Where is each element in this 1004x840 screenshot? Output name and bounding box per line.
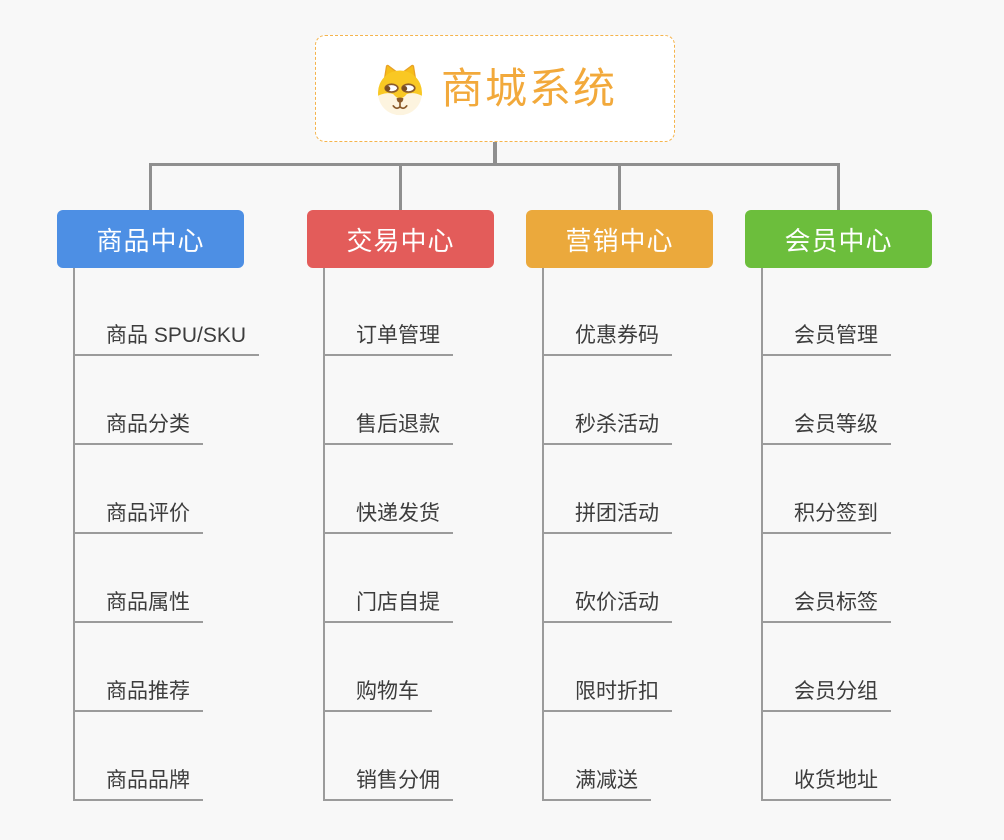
- child-node[interactable]: 会员等级: [763, 405, 891, 445]
- child-node[interactable]: 商品 SPU/SKU: [75, 316, 260, 356]
- child-node[interactable]: 商品品牌: [75, 761, 203, 801]
- child-node[interactable]: 购物车: [325, 672, 432, 712]
- child-node[interactable]: 销售分佣: [325, 761, 453, 801]
- branch-header-marketing[interactable]: 营销中心: [526, 210, 713, 268]
- branch-header-members[interactable]: 会员中心: [745, 210, 932, 268]
- child-node[interactable]: 会员管理: [763, 316, 891, 356]
- root-node[interactable]: 商城系统: [315, 35, 675, 142]
- child-node[interactable]: 优惠券码: [544, 316, 672, 356]
- child-node[interactable]: 积分签到: [763, 494, 891, 534]
- branch-header-label: 商品中心: [96, 225, 205, 256]
- connector-drop-marketing: [618, 163, 621, 210]
- child-node[interactable]: 收货地址: [763, 761, 891, 801]
- connector-drop-trade: [399, 163, 402, 210]
- branch-header-label: 会员中心: [784, 225, 893, 256]
- child-node[interactable]: 门店自提: [325, 583, 453, 623]
- dog-face-icon: [373, 62, 427, 116]
- branch-children-trade: 订单管理 售后退款 快递发货 门店自提 购物车 销售分佣: [323, 268, 565, 801]
- child-node[interactable]: 限时折扣: [544, 672, 672, 712]
- child-node[interactable]: 商品推荐: [75, 672, 203, 712]
- child-node[interactable]: 商品属性: [75, 583, 203, 623]
- child-node[interactable]: 秒杀活动: [544, 405, 672, 445]
- child-node[interactable]: 商品评价: [75, 494, 203, 534]
- branch-children-products: 商品 SPU/SKU 商品分类 商品评价 商品属性 商品推荐 商品品牌: [73, 268, 315, 801]
- child-node[interactable]: 砍价活动: [544, 583, 672, 623]
- child-node[interactable]: 拼团活动: [544, 494, 672, 534]
- child-node[interactable]: 售后退款: [325, 405, 453, 445]
- branch-header-label: 营销中心: [565, 225, 674, 256]
- connector-drop-products: [149, 163, 152, 210]
- child-node[interactable]: 订单管理: [325, 316, 453, 356]
- branch-header-trade[interactable]: 交易中心: [307, 210, 494, 268]
- connector-horizontal-bar: [149, 163, 840, 166]
- root-title: 商城系统: [440, 64, 617, 112]
- branch-children-marketing: 优惠券码 秒杀活动 拼团活动 砍价活动 限时折扣 满减送: [542, 268, 784, 801]
- child-node[interactable]: 会员分组: [763, 672, 891, 712]
- child-node[interactable]: 快递发货: [325, 494, 453, 534]
- child-node[interactable]: 满减送: [544, 761, 651, 801]
- branch-children-members: 会员管理 会员等级 积分签到 会员标签 会员分组 收货地址: [761, 268, 1003, 801]
- child-node[interactable]: 商品分类: [75, 405, 203, 445]
- branch-header-label: 交易中心: [346, 225, 455, 256]
- branch-header-products[interactable]: 商品中心: [57, 210, 244, 268]
- child-node[interactable]: 会员标签: [763, 583, 891, 623]
- connector-root-stem: [493, 142, 497, 166]
- connector-drop-members: [837, 163, 840, 210]
